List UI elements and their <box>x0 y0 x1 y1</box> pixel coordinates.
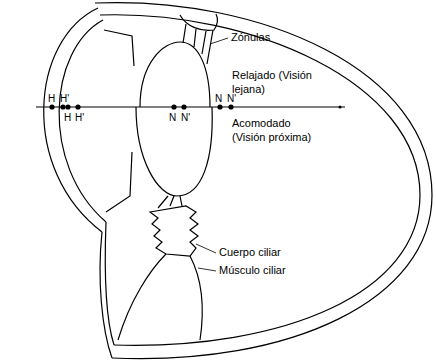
point-label: H <box>48 93 55 104</box>
zonule <box>158 196 182 208</box>
point-label: N' <box>227 93 236 104</box>
part-label: Músculo ciliar <box>219 263 329 277</box>
lens-relaxed <box>140 42 210 107</box>
zonule <box>183 24 186 43</box>
sclera-inner <box>100 15 420 346</box>
principal-point <box>49 104 54 109</box>
sclera-outer <box>95 3 432 359</box>
principal-point <box>65 104 70 109</box>
point-label: H' <box>75 112 84 123</box>
sclera-lower-inner <box>105 222 114 345</box>
iris-upper <box>104 30 134 66</box>
zonule <box>194 29 196 47</box>
nodal-point <box>217 104 222 109</box>
ciliary-muscle <box>118 254 202 340</box>
iris-lower <box>106 152 132 212</box>
leader-line <box>198 268 216 271</box>
point-label: N <box>215 93 222 104</box>
zonule <box>202 31 206 54</box>
nodal-point <box>228 104 233 109</box>
ciliary-body-lower <box>150 206 198 256</box>
optical-axis <box>36 106 345 107</box>
point-label: N' <box>181 112 190 123</box>
state-label: Relajado (Visión lejana) <box>232 68 322 96</box>
principal-point <box>60 104 65 109</box>
point-label: H <box>64 112 71 123</box>
nodal-point <box>171 104 176 109</box>
focal-point <box>339 106 342 109</box>
nodal-point <box>181 104 186 109</box>
part-label: Zónulas <box>231 30 311 44</box>
cornea-inner <box>59 20 106 222</box>
state-label: Acomodado (Visión próxima) <box>232 116 322 144</box>
cornea-outer <box>44 8 102 232</box>
part-label: Cuerpo ciliar <box>219 245 329 259</box>
zonule <box>207 30 213 64</box>
point-label: N <box>169 112 176 123</box>
principal-point <box>75 104 80 109</box>
leader-line <box>210 38 228 44</box>
lens-accommodated <box>136 107 212 196</box>
point-label: H' <box>60 93 69 104</box>
leader-line <box>196 244 216 253</box>
